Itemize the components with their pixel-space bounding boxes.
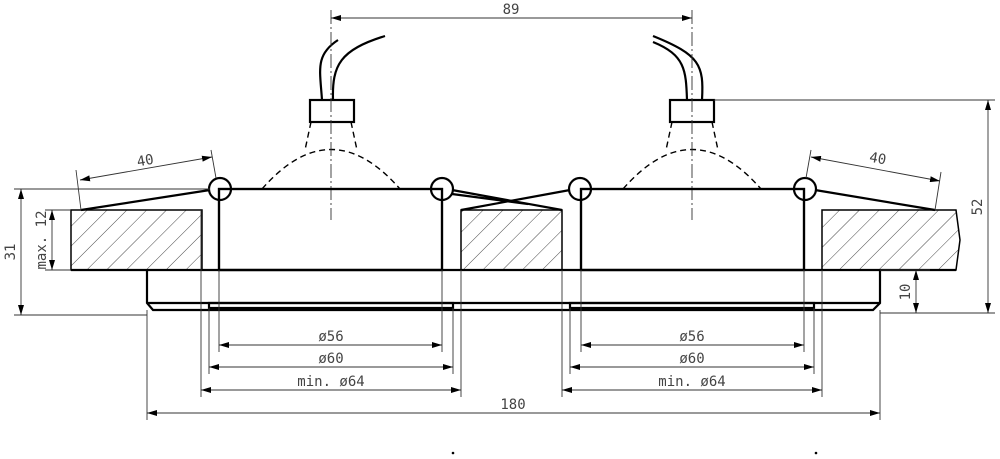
ceiling-slab-left <box>70 209 203 271</box>
fixture-right <box>460 10 936 272</box>
stray-dot <box>814 451 818 455</box>
lamp-neck-left <box>304 121 358 151</box>
cable-wires-left <box>319 34 386 101</box>
fixture-body-right-outline <box>579 187 806 272</box>
stray-dot <box>451 451 455 455</box>
spring-arms-left <box>80 188 563 212</box>
lens-right <box>568 301 816 310</box>
ceiling-slab-right <box>821 209 961 271</box>
bezel-outline <box>145 270 882 312</box>
dim-spring-left: 40 <box>136 152 155 171</box>
dim-total-height: 52 <box>970 199 986 216</box>
dim-ceiling-thickness: max. 12 <box>34 210 50 269</box>
fixture-body-left <box>217 187 444 272</box>
dim-right-outer: ø60 <box>679 351 704 367</box>
dimensions: 89 52 31 max. 12 10 40 40 ø56 ø60 min. ø… <box>3 2 995 455</box>
fixture-left <box>80 10 563 272</box>
fixture-body-left-outline <box>217 187 444 272</box>
dim-left-outer: ø60 <box>318 351 343 367</box>
lens-left <box>207 301 455 310</box>
fixture-body-right <box>579 187 806 272</box>
cable-wires-right <box>652 34 704 101</box>
cable-connector-left <box>308 98 356 124</box>
bezel-frame <box>145 270 882 312</box>
dim-center-distance: 89 <box>503 2 520 18</box>
dim-left-cutout: min. ø64 <box>297 374 364 390</box>
dim-right-cutout: min. ø64 <box>658 374 725 390</box>
dim-left-inner: ø56 <box>318 329 343 345</box>
dim-right-inner: ø56 <box>679 329 704 345</box>
dim-total-length: 180 <box>500 397 525 413</box>
spring-arms-right <box>460 188 936 212</box>
ceiling-slabs <box>70 209 961 272</box>
lamp-neck-right <box>665 121 719 151</box>
ceiling-slab-middle <box>460 209 563 271</box>
dim-bezel-height: 10 <box>898 284 914 301</box>
dim-spring-right: 40 <box>868 150 887 169</box>
dim-total-depth: 31 <box>3 244 19 261</box>
